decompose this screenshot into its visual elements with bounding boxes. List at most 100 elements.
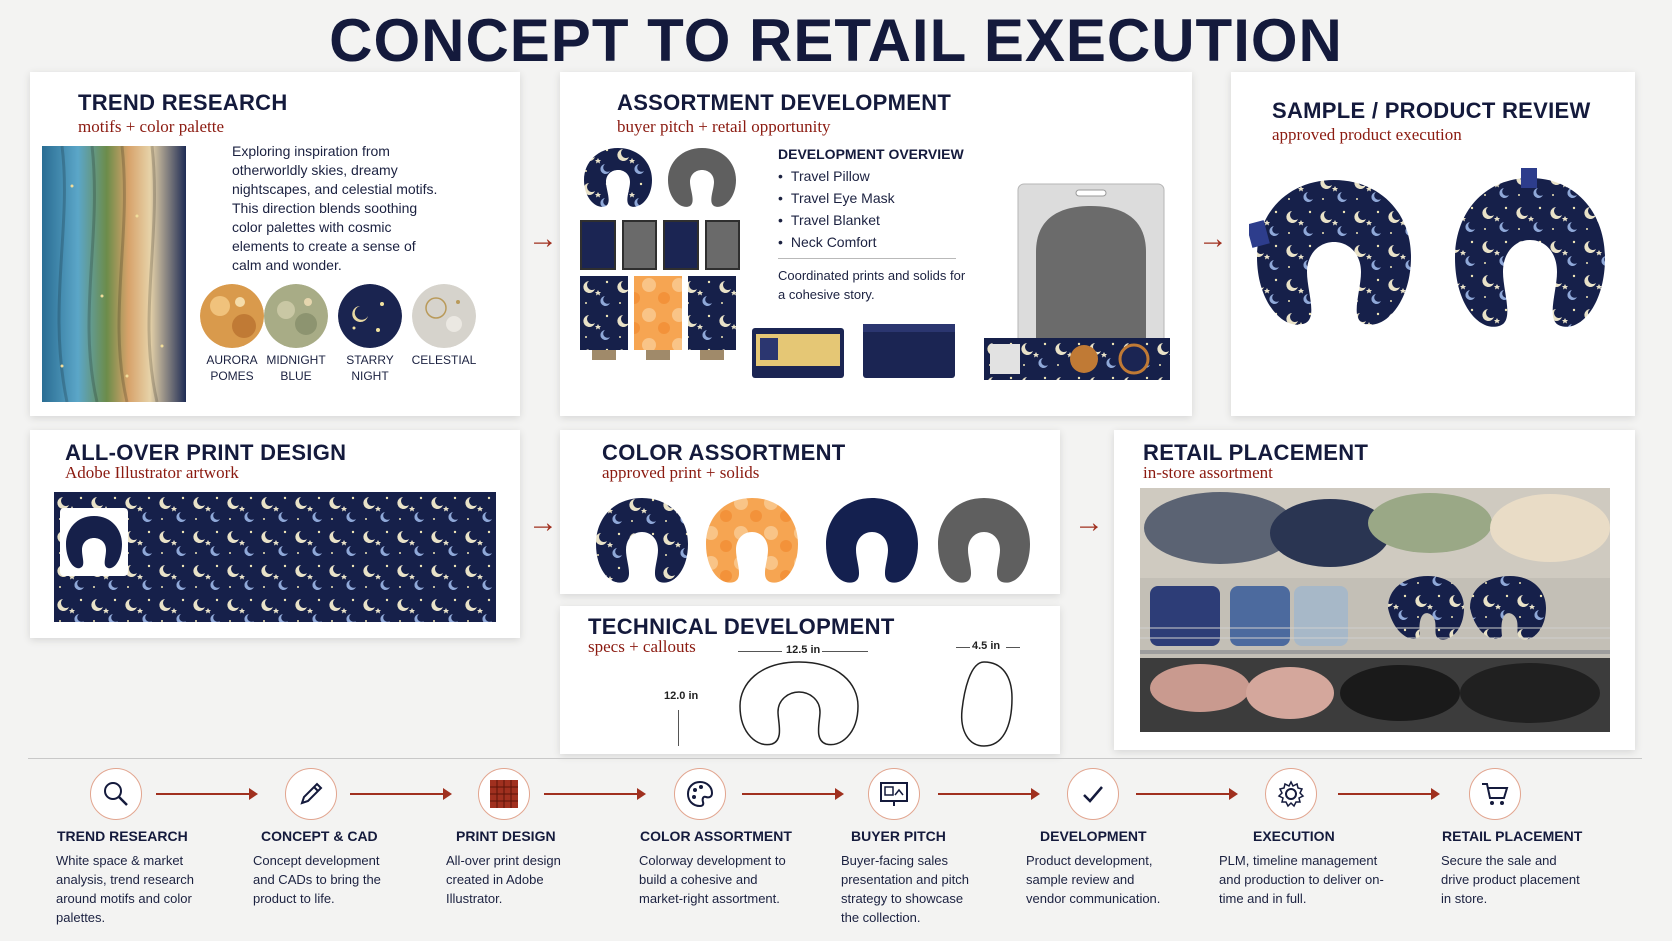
card-subtitle: approved print + solids <box>602 463 760 482</box>
swatch-starry <box>338 284 402 348</box>
depth-dimension-label: 4.5 in <box>972 640 1001 652</box>
card-subtitle: specs + callouts <box>588 637 696 656</box>
timeline-step-title: RETAIL PLACEMENT <box>1442 828 1583 844</box>
height-dimension-label: 12.0 in <box>664 690 699 702</box>
timeline-step-icon <box>1265 768 1317 820</box>
card-title: ALL-OVER PRINT DESIGN <box>65 440 347 465</box>
flow-arrow-icon: → <box>528 222 558 255</box>
eye-mask-gray <box>704 220 740 270</box>
timeline-step-title: BUYER PITCH <box>851 828 946 844</box>
timeline-step-icon <box>90 768 142 820</box>
flow-arrow-icon: → <box>1074 506 1104 539</box>
card-subtitle: buyer pitch + retail opportunity <box>617 117 831 136</box>
flow-arrow-icon: → <box>528 506 558 539</box>
card-title: TREND RESEARCH <box>78 90 288 115</box>
timeline-step-icon <box>1469 768 1521 820</box>
depth-dimension-line <box>1006 647 1020 648</box>
presentation-icon <box>880 782 908 806</box>
sample-review-card: SAMPLE / PRODUCT REVIEW approved product… <box>1231 72 1635 416</box>
eye-mask-navy <box>663 220 699 270</box>
timeline-step-icon <box>1067 768 1119 820</box>
eye-mask-navy <box>580 220 616 270</box>
overview-list: Travel Pillow Travel Eye Mask Travel Bla… <box>778 165 895 253</box>
accessory-bag-image <box>863 324 955 378</box>
card-title: ASSORTMENT DEVELOPMENT <box>617 90 952 115</box>
swatch-celestial <box>412 284 476 348</box>
spec-drawing-side <box>960 661 1013 747</box>
spec-drawing-front <box>739 661 859 746</box>
packaged-product-image <box>1017 183 1165 371</box>
timeline-step-desc: Secure the sale and drive product placem… <box>1441 853 1580 906</box>
timeline-arrow-icon <box>938 788 1040 800</box>
page-title: CONCEPT TO RETAIL EXECUTION <box>329 7 1343 74</box>
pencil-icon <box>300 782 323 805</box>
timeline-step-desc: Buyer-facing sales presentation and pitc… <box>841 853 969 925</box>
pillow-orange-swatch <box>706 498 798 583</box>
timeline-step-title: CONCEPT & CAD <box>261 828 378 844</box>
overview-title: DEVELOPMENT OVERVIEW <box>778 146 964 162</box>
timeline-step-title: EXECUTION <box>1253 828 1335 844</box>
card-subtitle: approved product execution <box>1272 125 1462 144</box>
timeline-arrow-icon <box>350 788 452 800</box>
technical-development-card: TECHNICAL DEVELOPMENT specs + callouts 1… <box>560 606 1060 754</box>
sample-pillow-image <box>1455 168 1605 327</box>
width-dimension-line <box>822 651 868 652</box>
pattern-icon <box>490 780 518 808</box>
gear-icon <box>1277 780 1305 808</box>
timeline-step-desc: All-over print design created in Adobe I… <box>446 853 561 906</box>
timeline-step-title: PRINT DESIGN <box>456 828 556 844</box>
timeline-step-desc: Product development, sample review and v… <box>1026 853 1161 906</box>
flow-arrow-icon: → <box>1198 222 1228 255</box>
card-title: RETAIL PLACEMENT <box>1143 440 1369 465</box>
assortment-development-card: ASSORTMENT DEVELOPMENT buyer pitch + ret… <box>560 72 1192 416</box>
print-design-card: ALL-OVER PRINT DESIGN Adobe Illustrator … <box>30 430 520 638</box>
timeline-step-desc: PLM, timeline management and production … <box>1219 853 1384 906</box>
search-icon <box>104 782 128 806</box>
accessory-bag-image <box>984 338 1170 380</box>
eye-mask-row <box>580 220 740 270</box>
pillow-gray-image <box>668 148 736 207</box>
width-dimension-line <box>738 651 782 652</box>
timeline-arrow-icon <box>1338 788 1440 800</box>
accessory-bag-image <box>752 328 844 378</box>
timeline-arrow-icon <box>742 788 844 800</box>
timeline-arrow-icon <box>1136 788 1238 800</box>
swatch-aurora <box>200 284 264 348</box>
pillow-gray-swatch <box>938 498 1030 583</box>
timeline-divider <box>28 758 1642 759</box>
timeline-step-desc: Colorway development to build a cohesive… <box>639 853 786 906</box>
depth-dimension-line <box>956 647 970 648</box>
card-subtitle: motifs + color palette <box>78 117 225 136</box>
timeline-arrow-icon <box>544 788 646 800</box>
sample-pillow-image <box>1249 180 1411 325</box>
cart-icon <box>1482 783 1509 805</box>
pillow-print-image <box>584 148 652 207</box>
height-dimension-line <box>678 710 679 746</box>
fabric-drape-image <box>42 146 186 402</box>
timeline-step-title: DEVELOPMENT <box>1040 828 1147 844</box>
color-assortment-card: COLOR ASSORTMENT approved print + solids <box>560 430 1060 594</box>
timeline-step-icon <box>478 768 530 820</box>
list-item: Neck Comfort <box>778 231 895 253</box>
timeline-step-title: COLOR ASSORTMENT <box>640 828 792 844</box>
overview-note: Coordinated prints and solids for a cohe… <box>778 268 966 302</box>
swatch-label: CELESTIAL <box>411 353 477 367</box>
card-subtitle: in-store assortment <box>1143 463 1273 482</box>
timeline-arrow-icon <box>156 788 258 800</box>
timeline-step-icon <box>674 768 726 820</box>
swatch-midnight <box>264 284 328 348</box>
timeline-step-icon <box>285 768 337 820</box>
card-title: COLOR ASSORTMENT <box>602 440 846 465</box>
card-title: TECHNICAL DEVELOPMENT <box>588 614 895 639</box>
card-title: SAMPLE / PRODUCT REVIEW <box>1272 98 1591 123</box>
width-dimension-label: 12.5 in <box>786 644 821 656</box>
pillow-print-swatch <box>596 498 688 583</box>
timeline-step-title: TREND RESEARCH <box>57 828 188 844</box>
blanket-set-image <box>580 276 736 360</box>
list-item: Travel Eye Mask <box>778 187 895 209</box>
palette-icon <box>686 780 714 808</box>
trend-description: Exploring inspiration from otherworldly … <box>232 143 438 273</box>
